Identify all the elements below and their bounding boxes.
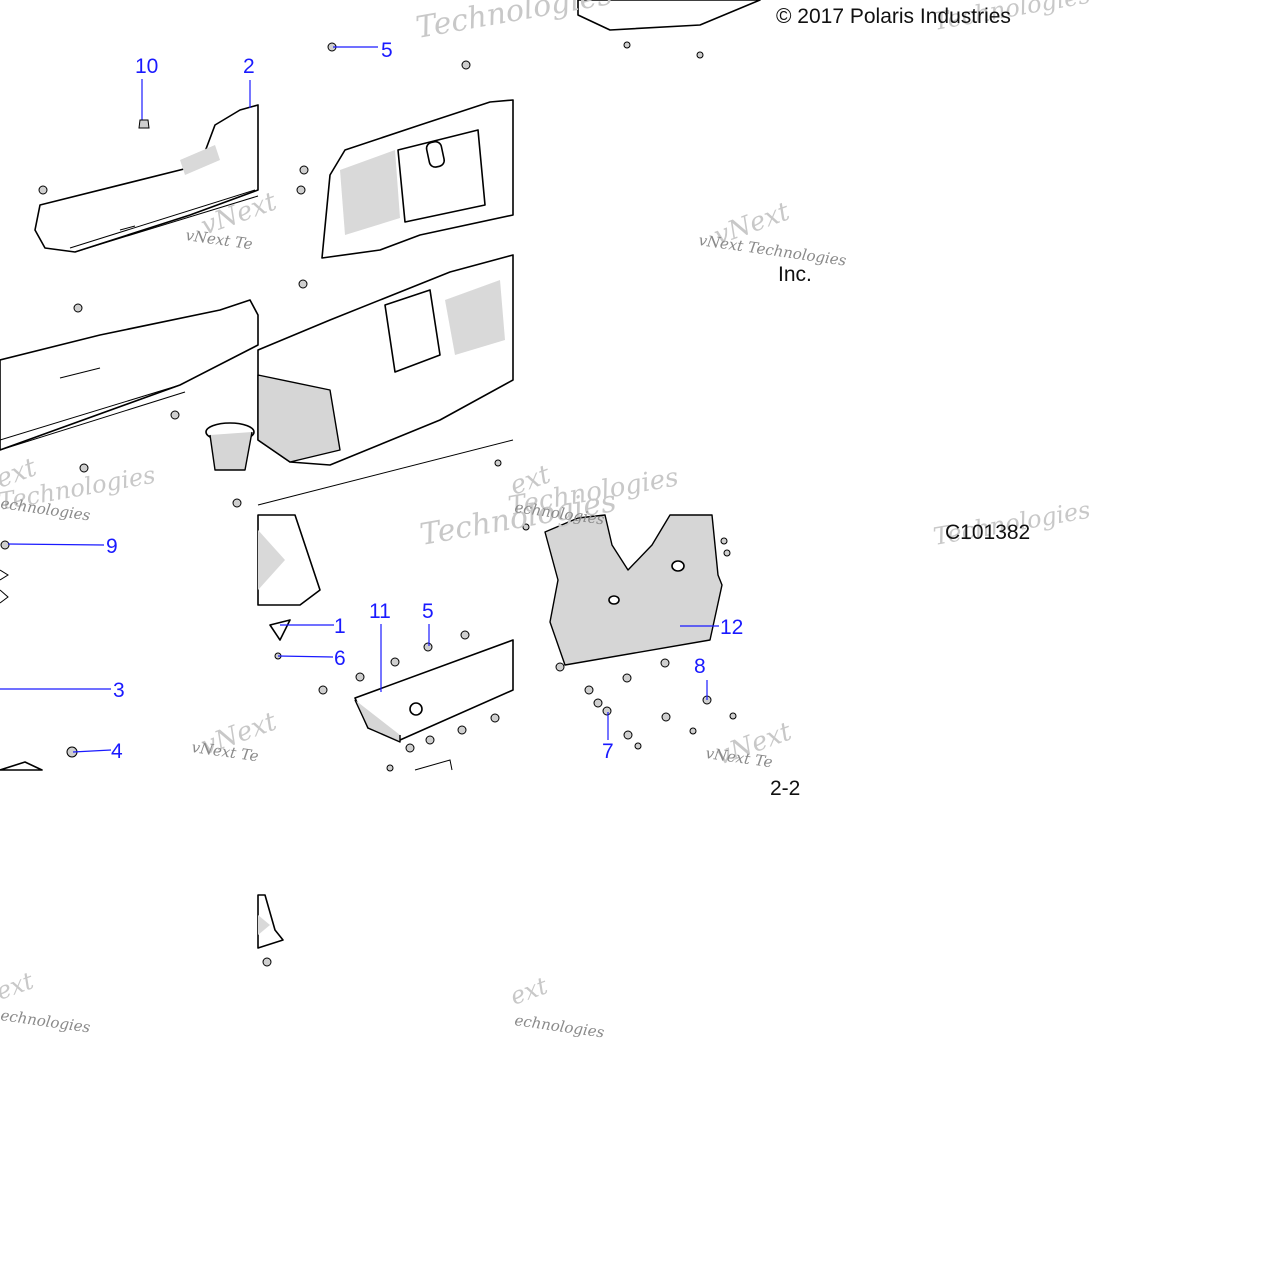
callout-labels: 10 2 5 9 3 4 1 6 11 5 12 8 7 xyxy=(106,39,743,763)
callout-2: 2 xyxy=(243,55,255,78)
watermark-text: echnologies xyxy=(513,1011,605,1041)
callout-12: 12 xyxy=(720,616,743,639)
dash-structure-middle xyxy=(257,254,514,506)
watermark-text: ext xyxy=(0,966,38,1005)
dash-fragment-top-right xyxy=(577,0,761,59)
skid-plate xyxy=(522,514,737,750)
callout-3: 3 xyxy=(113,679,125,702)
screw-icon xyxy=(38,185,48,195)
lower-left-parts xyxy=(0,540,78,771)
watermark-text: echnologies xyxy=(0,1006,92,1036)
page-number-fragment: 2-2 xyxy=(770,777,800,800)
company-suffix-text: Inc. xyxy=(778,263,812,286)
watermark-text: vNext Te xyxy=(184,226,253,253)
screw-icon xyxy=(461,60,471,70)
copyright-text: © 2017 Polaris Industries xyxy=(776,5,1011,28)
callout-1: 1 xyxy=(334,615,346,638)
dash-shelf-upper xyxy=(34,104,259,253)
callout-8: 10 xyxy=(135,55,158,78)
watermark-text: ext xyxy=(506,971,551,1010)
illustration-code: C101382 xyxy=(945,521,1030,544)
clip-nut-icon xyxy=(138,119,150,129)
screw-icon xyxy=(299,165,309,175)
screw-icon xyxy=(296,185,306,195)
callout-10: 8 xyxy=(694,655,706,678)
leader-lines xyxy=(0,46,719,753)
lower-rail xyxy=(257,514,514,772)
dash-bracket-upper xyxy=(296,42,514,259)
callout-4: 4 xyxy=(111,740,123,763)
watermark-text: vNext Technologies xyxy=(697,231,847,270)
watermark-text: Technologies xyxy=(413,0,615,46)
callout-5: 5 xyxy=(422,600,434,623)
callout-9: 7 xyxy=(602,740,614,763)
callout-5: 5 xyxy=(381,39,393,62)
callout-6: 6 xyxy=(334,647,346,670)
lower-bracket-fragment xyxy=(257,894,284,967)
callout-11: 11 xyxy=(369,600,391,623)
callout-7: 9 xyxy=(106,535,118,558)
dash-shelf-lower xyxy=(0,299,259,508)
